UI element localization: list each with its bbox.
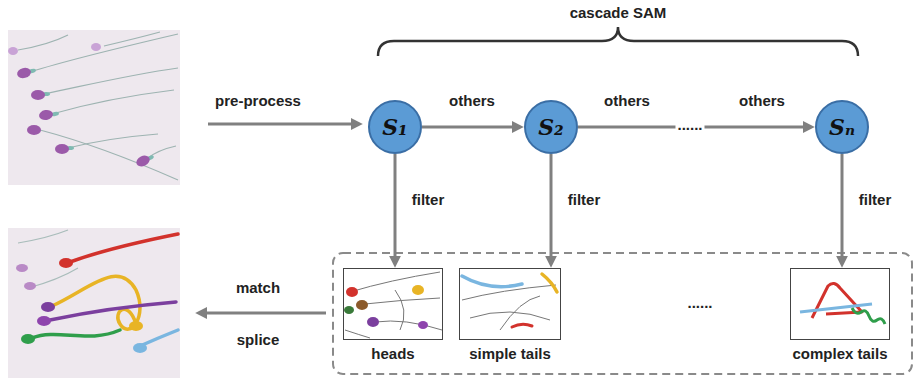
step-label: match: [234, 279, 282, 296]
cascade-bracket: [378, 27, 858, 56]
edge-label: others: [602, 92, 652, 109]
step-label: pre-process: [213, 92, 303, 109]
edge-label: others: [737, 92, 787, 109]
pre-process-arrow: [208, 123, 352, 126]
result-panel: complex tails: [790, 268, 890, 363]
stage-name: S₁: [382, 116, 408, 138]
flow-arrow: [394, 154, 397, 257]
match-arrow: [206, 312, 326, 315]
results-region: [333, 253, 912, 374]
heads-thumbnail: [344, 272, 442, 338]
stage-name: S₂: [538, 116, 564, 138]
edge-label: filter: [410, 191, 447, 208]
edge-label: others: [447, 92, 497, 109]
panel-caption: simple tails: [469, 346, 551, 363]
result-panel: heads: [343, 268, 443, 363]
sam-stage-circle: S₁: [368, 100, 422, 154]
output-micrograph: [8, 228, 180, 378]
complex-tails-thumbnail: [800, 283, 885, 324]
flow-arrow: [841, 154, 844, 257]
panel-caption: complex tails: [792, 346, 887, 363]
sam-stage-circle: S₂: [524, 100, 578, 154]
ellipsis: ......: [685, 294, 714, 311]
edge-label: filter: [857, 191, 894, 208]
step-label: splice: [235, 331, 282, 348]
panel-frame: [790, 268, 890, 340]
input-micrograph: [8, 30, 180, 185]
panel-frame: [459, 268, 561, 340]
panel-caption: heads: [371, 346, 414, 363]
flow-arrow: [422, 126, 513, 129]
sam-stage-circle: Sₙ: [815, 100, 869, 154]
flow-arrow: [550, 154, 553, 257]
title-label: cascade SAM: [568, 4, 669, 21]
simple-tails-thumbnail: [462, 274, 557, 330]
ellipsis: ......: [675, 116, 704, 133]
panel-frame: [343, 268, 443, 340]
edge-label: filter: [566, 191, 603, 208]
stage-name: Sₙ: [829, 116, 855, 138]
result-panel: simple tails: [459, 268, 561, 363]
